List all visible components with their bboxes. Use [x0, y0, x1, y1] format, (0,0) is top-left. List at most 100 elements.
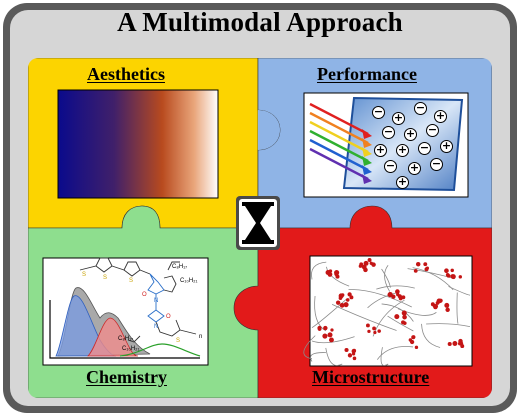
positive-charge-icon: + [374, 143, 387, 157]
molecule-substituent-r3: C₈H₁₇ [118, 336, 133, 342]
crystallite-dot [411, 335, 416, 340]
polymer-fiber [448, 286, 471, 296]
polymer-fiber [311, 261, 327, 280]
crystallite-dot [424, 267, 429, 272]
crystallite-dot [447, 341, 452, 346]
crystallite-dot [367, 329, 371, 334]
crystallite-dot [322, 333, 328, 339]
negative-charge-icon: − [384, 159, 397, 173]
polymer-fiber [381, 303, 414, 322]
crystallite-dot [344, 347, 349, 353]
crystallite-dot [372, 326, 376, 331]
polymer-fibers [303, 261, 471, 366]
light-ray [309, 102, 369, 136]
negative-charge-icon: − [382, 125, 395, 139]
negative-charge-icon: − [414, 101, 427, 115]
positive-charge-icon: + [434, 109, 447, 123]
light-ray [309, 138, 369, 172]
polymer-fiber [325, 347, 343, 366]
crystallite-dot [433, 304, 438, 310]
light-ray-arrowhead [362, 138, 372, 148]
molecule-atom-o1: O [142, 292, 147, 298]
crystallite-dot [458, 275, 462, 279]
polymer-fiber [367, 292, 397, 309]
negative-charge-icon: − [418, 141, 431, 155]
crystallite-dot [365, 323, 370, 328]
crystallite-dot [387, 292, 393, 298]
crystallite-dot [359, 262, 364, 267]
crystallite-dot [423, 262, 428, 267]
crystallite-dot [438, 298, 443, 303]
positive-charge-icon: + [392, 111, 405, 125]
molecule-atom-s3: S [129, 278, 133, 284]
crystallite-dot [460, 344, 465, 349]
polymer-fiber [311, 336, 355, 344]
aesthetics-gradient-image [57, 89, 219, 199]
crystallite-dot [317, 327, 322, 331]
crystallite-dot [458, 338, 463, 344]
crystallite-dot [450, 268, 454, 273]
crystallite-dot [401, 295, 406, 300]
crystallite-dot [401, 320, 406, 325]
crystallite-dot [330, 328, 334, 332]
crystallite-dot [338, 293, 344, 299]
polymer-fiber [407, 268, 455, 280]
crystallite-dot [349, 295, 354, 300]
negative-charge-icon: − [372, 105, 385, 119]
hourglass-icon [236, 196, 280, 250]
crystallite-dot [345, 298, 350, 302]
molecule-atom-n2: N [154, 324, 158, 330]
crystallite-dot [329, 337, 334, 343]
spectrum-axis [49, 300, 200, 359]
light-ray-arrowhead [362, 129, 372, 139]
negative-charge-icon: − [430, 157, 443, 171]
crystallite-dot [413, 268, 418, 273]
crystallite-dot [396, 292, 400, 297]
crystallite-dot [377, 329, 381, 333]
crystallite-dots [317, 258, 465, 361]
crystallite-dot [452, 341, 458, 346]
crystallite-dot [445, 307, 450, 312]
crystallite-dot [414, 345, 419, 350]
polymer-fiber [381, 268, 391, 288]
crystallite-dot [444, 268, 449, 274]
positive-charge-icon: + [396, 175, 409, 189]
molecule-substituent-r2: C₁₀H₂₁ [180, 278, 198, 284]
crystallite-dot [408, 338, 413, 342]
molecule-atom-n1: N [154, 298, 158, 304]
crystallite-dot [335, 274, 340, 279]
molecule-atom-s4: S [176, 338, 180, 344]
polymer-fiber [310, 352, 326, 362]
crystallite-dot [334, 269, 340, 276]
diagram-title: A Multimodal Approach [117, 7, 403, 37]
label-performance: Performance [317, 64, 417, 84]
crystallite-dot [371, 262, 376, 267]
crystallite-dot [373, 330, 377, 335]
molecule-atom-s2: S [103, 275, 107, 281]
positive-charge-icon: + [396, 143, 409, 157]
crystallite-dot [395, 289, 400, 294]
label-microstructure: Microstructure [312, 367, 430, 387]
crystallite-dot [352, 356, 357, 361]
crystallite-dot [347, 353, 353, 358]
light-ray-arrowhead [362, 174, 372, 184]
microstructure-image [303, 255, 473, 367]
crystallite-dot [367, 258, 372, 262]
absorption-curve-green [119, 343, 201, 357]
positive-charge-icon: + [408, 161, 421, 175]
crystallite-dot [347, 292, 352, 297]
crystallite-dot [363, 267, 368, 273]
crystallite-dot [402, 314, 407, 320]
positive-charge-icon: + [404, 127, 417, 141]
crystallite-dot [445, 273, 450, 277]
crystallite-dot [351, 352, 356, 356]
crystallite-dot [363, 260, 369, 266]
polymer-fiber [426, 323, 471, 328]
molecule-substituent-r4: C₁₀H₂₁ [122, 346, 140, 352]
crystallite-dot [327, 272, 333, 277]
polymer-fiber [456, 292, 459, 324]
crystallite-dot [327, 332, 333, 338]
crystallite-dot [335, 300, 341, 305]
light-ray-arrowhead [362, 165, 372, 175]
light-ray [309, 111, 369, 145]
